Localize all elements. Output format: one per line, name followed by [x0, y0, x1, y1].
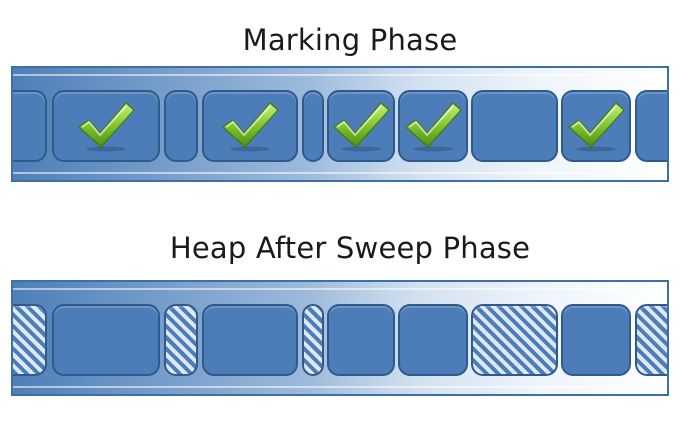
heap-after-sweep — [11, 280, 669, 396]
heap-block-6 — [327, 90, 395, 162]
checkmark-icon — [78, 102, 135, 152]
sweep-phase-title: Heap After Sweep Phase — [169, 231, 531, 265]
live-block-1 — [52, 304, 160, 376]
heap-marking — [11, 66, 669, 182]
checkmark-icon — [405, 102, 462, 152]
heap-block-9 — [561, 90, 631, 162]
live-block-3 — [327, 304, 395, 376]
free-space-block-5 — [635, 304, 667, 376]
heap-block-8 — [471, 90, 558, 162]
live-block-5 — [561, 304, 631, 376]
live-block-4 — [398, 304, 468, 376]
free-space-block-2 — [164, 304, 198, 376]
checkmark-icon — [568, 102, 625, 152]
heap-block-5 — [302, 90, 324, 162]
heap-block-1 — [13, 90, 47, 162]
live-block-2 — [202, 304, 298, 376]
free-space-block-4 — [471, 304, 558, 376]
checkmark-icon — [333, 102, 390, 152]
heap-block-7 — [398, 90, 468, 162]
heap-block-2 — [52, 90, 160, 162]
marking-phase-title: Marking Phase — [242, 23, 458, 57]
checkmark-icon — [222, 102, 279, 152]
heap-block-4 — [202, 90, 298, 162]
heap-block-3 — [164, 90, 198, 162]
heap-block-10 — [635, 90, 667, 162]
free-space-block-1 — [13, 304, 47, 376]
free-space-block-3 — [302, 304, 324, 376]
